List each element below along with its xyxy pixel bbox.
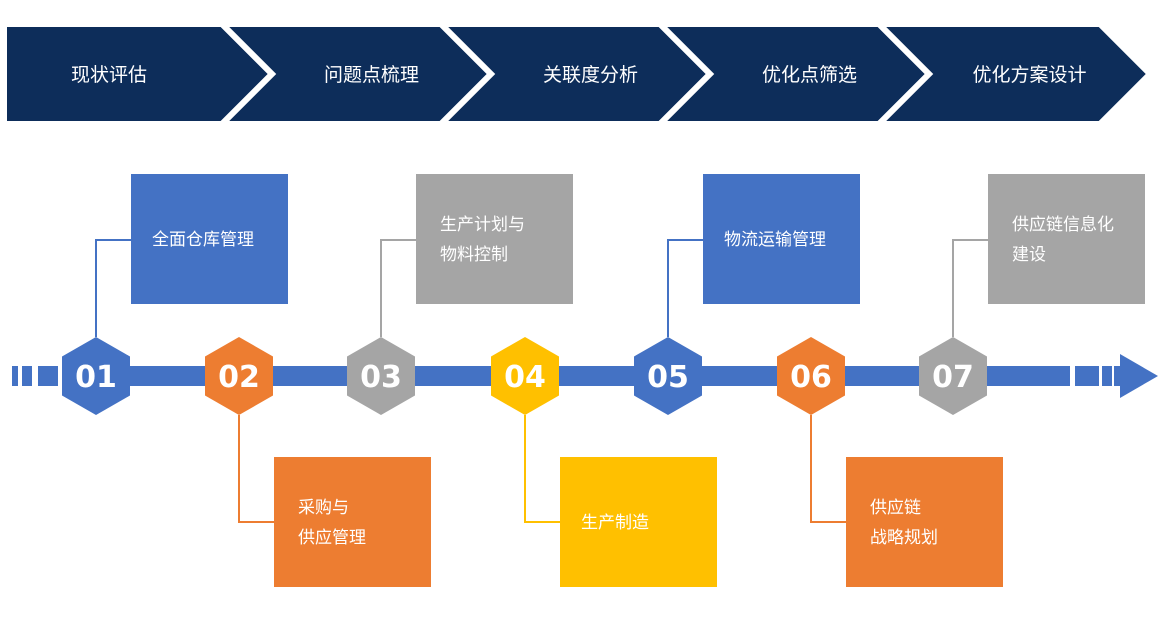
chevron-label-3: 关联度分析 (543, 64, 638, 86)
step-box-04 (560, 457, 717, 587)
step-box-text: 生产计划与 (440, 215, 525, 235)
step-number: 01 (75, 360, 117, 395)
step-box-text: 物料控制 (440, 245, 508, 265)
step-number: 02 (218, 360, 260, 395)
step-box-text: 采购与 (298, 498, 349, 518)
timeline-arrow-head (1120, 354, 1158, 398)
step-number: 03 (360, 360, 402, 395)
step-box-text: 供应管理 (298, 528, 366, 548)
step-box-06 (846, 457, 1003, 587)
step-box-07 (988, 174, 1145, 304)
header-chevron-bar: 现状评估 问题点梳理 关联度分析 优化点筛选 优化方案设计 (1, 21, 1155, 127)
step-number: 04 (504, 360, 546, 395)
connector-line-07 (952, 239, 988, 337)
step-hexagons: 01 02 03 04 05 06 07 (62, 337, 987, 415)
chevron-label-4: 优化点筛选 (762, 64, 857, 86)
step-hexagon-02 (205, 337, 273, 415)
step-hexagon-05 (634, 337, 702, 415)
timeline-dash-right-3 (1114, 366, 1120, 386)
connector-line-02 (238, 415, 274, 523)
step-number: 07 (932, 360, 974, 395)
timeline-dash-right-2 (1102, 366, 1112, 386)
timeline-dash-left-1 (12, 366, 18, 386)
step-box-text: 物流运输管理 (724, 230, 826, 250)
chevron-label-2: 问题点梳理 (324, 64, 419, 86)
step-hexagon-07 (919, 337, 987, 415)
chevron-label-5: 优化方案设计 (972, 64, 1086, 86)
timeline-dash-right-1 (1075, 366, 1099, 386)
step-box-02 (274, 457, 431, 587)
step-box-03 (416, 174, 573, 304)
step-box-text: 全面仓库管理 (152, 230, 254, 250)
timeline-dash-left-2 (22, 366, 32, 386)
connector-lines (95, 239, 988, 523)
step-box-text: 生产制造 (581, 513, 649, 533)
step-hexagon-03 (347, 337, 415, 415)
connector-line-04 (524, 415, 560, 523)
connector-line-03 (380, 239, 416, 337)
step-hexagon-04 (491, 337, 559, 415)
connector-line-01 (95, 239, 131, 337)
connector-line-06 (810, 415, 846, 523)
step-box-text: 供应链 (870, 498, 921, 518)
step-box-01 (131, 174, 288, 304)
step-box-text: 战略规划 (870, 528, 938, 548)
step-hexagon-01 (62, 337, 130, 415)
step-box-text: 供应链信息化 (1012, 215, 1114, 235)
timeline-dash-left-3 (38, 366, 58, 386)
step-box-05 (703, 174, 860, 304)
step-number: 05 (647, 360, 689, 395)
chevron-step-5 (871, 21, 1155, 127)
step-hexagon-06 (777, 337, 845, 415)
step-box-text: 建设 (1012, 245, 1046, 265)
step-number: 06 (790, 360, 832, 395)
chevron-label-1: 现状评估 (71, 64, 147, 86)
connector-line-05 (667, 239, 703, 337)
